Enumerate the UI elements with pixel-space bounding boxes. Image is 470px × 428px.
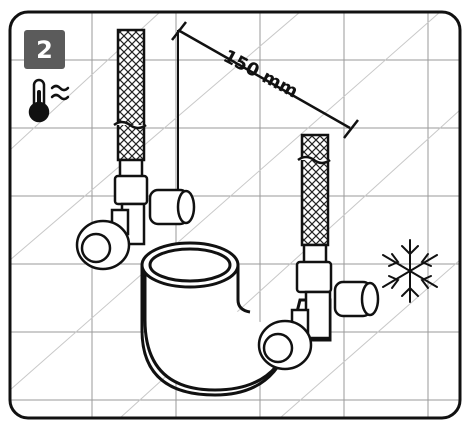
right-angle-valve (257, 260, 380, 371)
diagram-frame (8, 10, 462, 420)
right-hose (297, 133, 331, 265)
dimension-label: 150 mm (220, 46, 302, 103)
thermometer-heat-icon (28, 78, 70, 123)
dimension-line (171, 21, 359, 200)
snowflake-icon (382, 239, 438, 303)
left-angle-valve (75, 174, 196, 271)
step-number-badge: 2 (24, 30, 65, 69)
left-hose (113, 28, 147, 180)
